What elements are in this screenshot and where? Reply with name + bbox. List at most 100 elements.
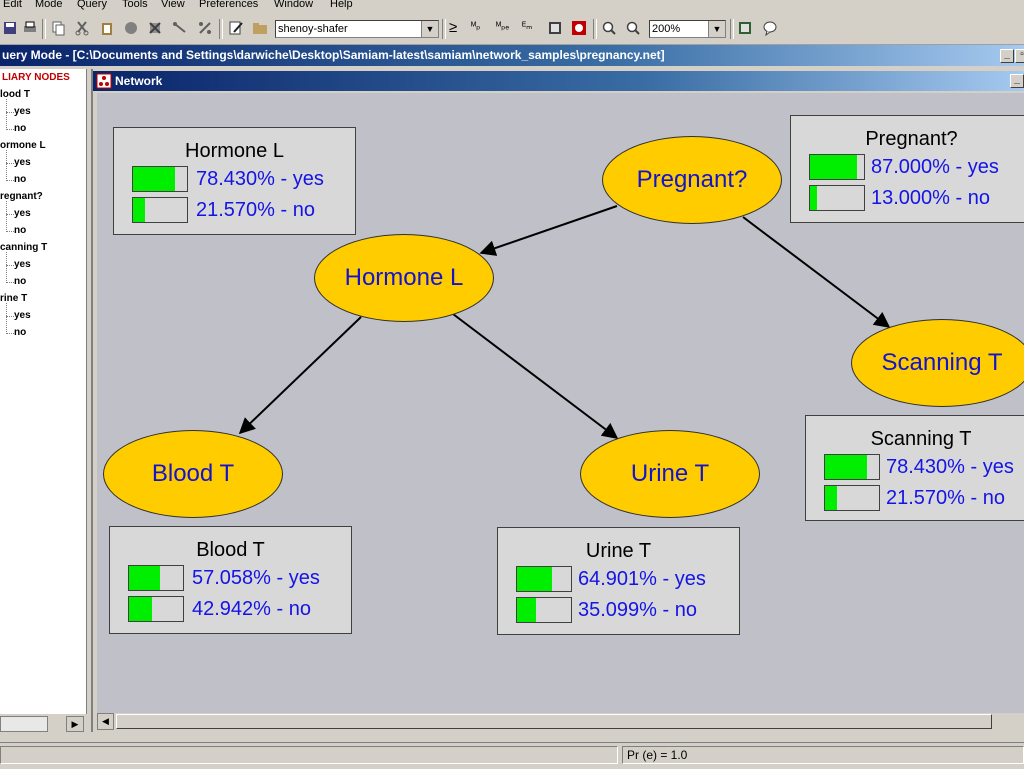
- edit-icon[interactable]: [228, 20, 244, 36]
- node-pregnant[interactable]: Pregnant?: [602, 136, 782, 224]
- toolbar: shenoy-shafer ▼ ≥ ᴹₚ ᴹₚₑ ᴱₘ 200% ▼: [0, 14, 1024, 45]
- probability-bar: [824, 454, 880, 480]
- menu-window[interactable]: Window: [274, 0, 314, 10]
- reset-evidence-icon[interactable]: [571, 20, 587, 36]
- chevron-down-icon[interactable]: ▼: [708, 21, 725, 37]
- probability-value: 87.000% - yes: [871, 156, 999, 178]
- monitor-urine[interactable]: Urine T 64.901% - yes 35.099% - no: [497, 527, 740, 635]
- save-icon[interactable]: [2, 20, 18, 36]
- monitor-title: Scanning T: [870, 428, 972, 450]
- map-icon[interactable]: ᴹₚ: [471, 21, 481, 32]
- edge-hormone-urine: [452, 313, 619, 439]
- window-title: uery Mode - [C:\Documents and Settings\d…: [2, 48, 665, 62]
- menu-view[interactable]: View: [161, 0, 185, 10]
- tree-state[interactable]: no: [14, 276, 27, 287]
- scroll-thumb[interactable]: [116, 714, 992, 729]
- probability-bar: [824, 485, 880, 511]
- copy-icon[interactable]: [50, 20, 66, 36]
- probability-bar: [516, 597, 572, 623]
- edges-layer: [238, 205, 891, 439]
- percent-icon[interactable]: [197, 20, 213, 36]
- monitor-scanning[interactable]: Scanning T 78.430% - yes 21.570% - no: [805, 415, 1024, 521]
- probability-bar: [128, 565, 184, 591]
- probability-value: 57.058% - yes: [192, 567, 320, 589]
- zoom-out-icon[interactable]: [625, 20, 641, 36]
- node-scanning[interactable]: Scanning T: [851, 319, 1024, 407]
- probability-bar: [809, 154, 865, 180]
- minimize-button[interactable]: _: [1010, 74, 1024, 88]
- probability-value: 21.570% - no: [196, 199, 315, 221]
- tree-state[interactable]: yes: [14, 106, 31, 117]
- tree-node-pregnant[interactable]: regnant?: [0, 191, 43, 202]
- tree-node-hormone[interactable]: ormone L: [0, 140, 46, 151]
- node-hormone[interactable]: Hormone L: [314, 234, 494, 322]
- zoom-select[interactable]: 200% ▼: [649, 20, 726, 38]
- menu-tools[interactable]: Tools: [122, 0, 148, 10]
- probability-bar: [809, 185, 865, 211]
- scroll-right-icon[interactable]: ▶: [66, 716, 84, 732]
- probability-value: 64.901% - yes: [578, 568, 706, 590]
- canvas-horizontal-scrollbar[interactable]: ◀: [97, 713, 1024, 730]
- algorithm-select[interactable]: shenoy-shafer ▼: [275, 20, 439, 38]
- probability-value: 78.430% - yes: [196, 168, 324, 190]
- tree-header: LIARY NODES: [2, 72, 70, 83]
- edge-pregnant-scanning: [742, 216, 891, 328]
- tree-state[interactable]: no: [14, 174, 27, 185]
- node-icon[interactable]: [123, 20, 139, 36]
- scroll-left-icon[interactable]: ◀: [97, 713, 114, 730]
- network-icon: [96, 73, 112, 89]
- evidence-probability: Pr (e) = 1.0: [622, 746, 1024, 764]
- monitor-title: Hormone L: [185, 140, 284, 162]
- compile-icon[interactable]: [547, 20, 563, 36]
- monitor-pregnant[interactable]: Pregnant? 87.000% - yes 13.000% - no: [790, 115, 1024, 223]
- monitor-blood[interactable]: Blood T 57.058% - yes 42.942% - no: [109, 526, 352, 634]
- monitor-title: Blood T: [196, 539, 265, 561]
- menu-query[interactable]: Query: [77, 0, 107, 10]
- tree-state[interactable]: no: [14, 225, 27, 236]
- menu-edit[interactable]: Edit: [3, 0, 22, 10]
- edge-pregnant-hormone: [479, 205, 618, 256]
- network-title: Network: [115, 74, 163, 88]
- menu-help[interactable]: Help: [330, 0, 353, 10]
- em-icon[interactable]: ᴱₘ: [522, 21, 533, 32]
- edge-hormone-blood: [238, 316, 362, 435]
- tree-node-scanning[interactable]: canning T: [0, 242, 48, 253]
- probability-bar: [516, 566, 572, 592]
- restore-button[interactable]: ▫: [1015, 49, 1024, 63]
- tree-state[interactable]: yes: [14, 208, 31, 219]
- status-bar: Pr (e) = 1.0: [0, 742, 1024, 769]
- tree-node-blood[interactable]: lood T: [0, 89, 30, 100]
- probability-value: 21.570% - no: [886, 487, 1005, 509]
- greater-equal-icon[interactable]: ≥: [449, 19, 458, 36]
- delete-icon[interactable]: [147, 20, 163, 36]
- tree-state[interactable]: yes: [14, 310, 31, 321]
- mpe-icon[interactable]: ᴹₚₑ: [496, 21, 510, 32]
- algorithm-value: shenoy-shafer: [278, 23, 348, 35]
- tree-state[interactable]: no: [14, 123, 27, 134]
- tree-state[interactable]: yes: [14, 157, 31, 168]
- paste-icon[interactable]: [99, 20, 115, 36]
- tree-horizontal-scrollbar[interactable]: ▶: [0, 716, 86, 732]
- minimize-button[interactable]: _: [1000, 49, 1014, 63]
- tree-state[interactable]: yes: [14, 259, 31, 270]
- monitor-hormone[interactable]: Hormone L 78.430% - yes 21.570% - no: [113, 127, 356, 235]
- chevron-down-icon[interactable]: ▼: [421, 21, 438, 37]
- print-icon[interactable]: [22, 20, 38, 36]
- probability-bar: [132, 197, 188, 223]
- network-canvas[interactable]: Pregnant? Hormone L Scanning T Blood T U…: [97, 93, 1024, 713]
- open-icon[interactable]: [252, 20, 268, 36]
- node-urine[interactable]: Urine T: [580, 430, 760, 518]
- probability-bar: [132, 166, 188, 192]
- tree-node-urine[interactable]: rine T: [0, 293, 28, 304]
- zoom-in-icon[interactable]: [601, 20, 617, 36]
- monitor-title: Urine T: [585, 540, 652, 562]
- edge-icon[interactable]: [172, 20, 188, 36]
- tree-state[interactable]: no: [14, 327, 27, 338]
- cut-icon[interactable]: [74, 20, 90, 36]
- node-blood[interactable]: Blood T: [103, 430, 283, 518]
- menu-preferences[interactable]: Preferences: [199, 0, 259, 10]
- menu-mode[interactable]: Mode: [35, 0, 63, 10]
- speech-bubble-icon[interactable]: [762, 20, 778, 36]
- help-book-icon[interactable]: [737, 20, 753, 36]
- zoom-value: 200%: [652, 23, 681, 35]
